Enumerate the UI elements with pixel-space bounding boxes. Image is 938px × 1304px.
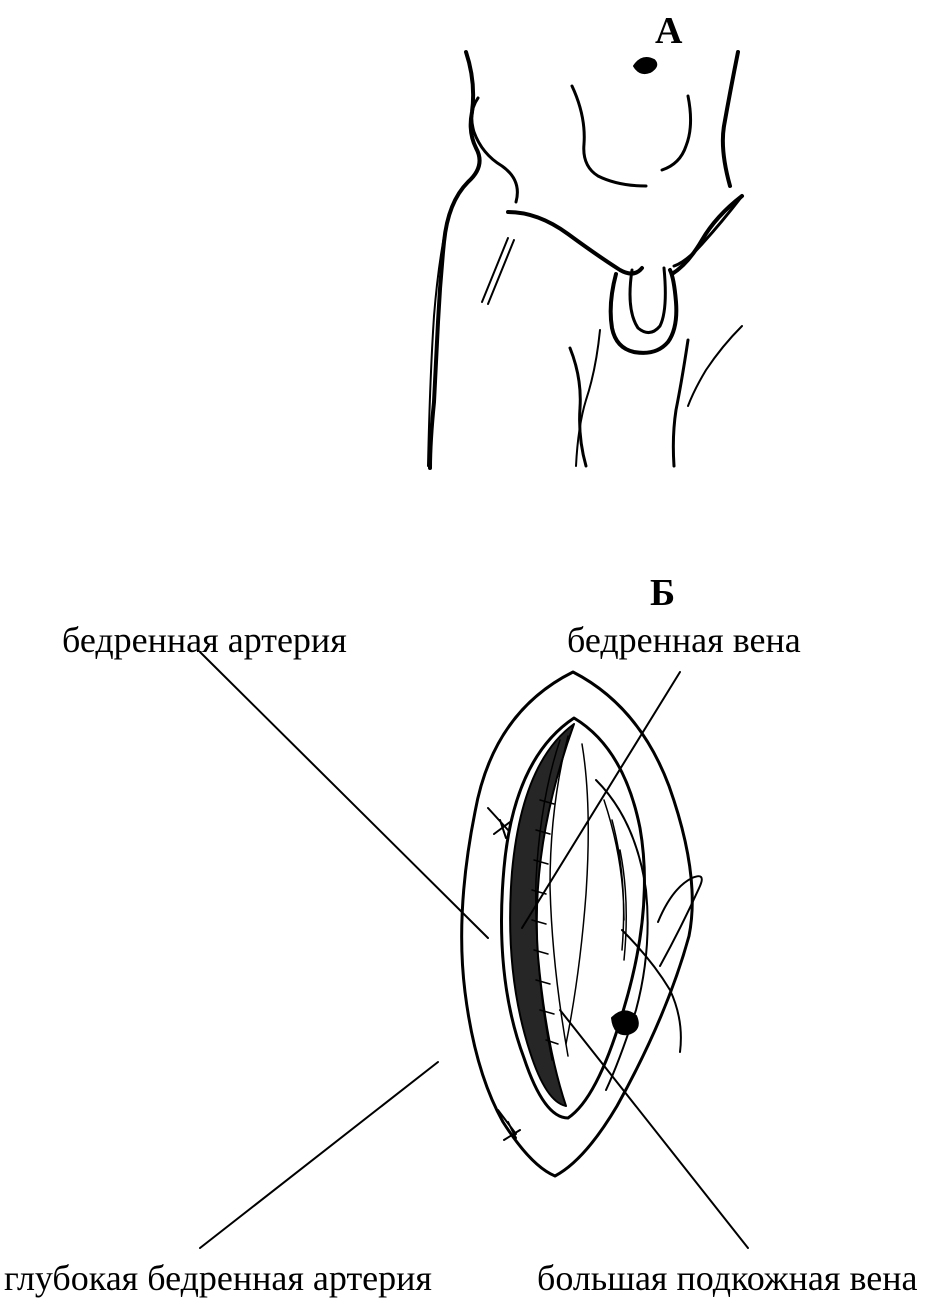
leader-deep-femoral-artery [200,1062,438,1248]
label-great-saphenous-vein: большая подкожная вена [537,1260,917,1296]
saphenous-tie [612,1011,638,1034]
ligature-upper [488,808,510,838]
navel [634,58,656,73]
label-deep-femoral-artery: глубокая бедренная артерия [4,1260,432,1296]
panel-label-a: А [655,12,682,50]
leader-lines [200,652,748,1248]
inguinal-crease-left [508,212,642,274]
panel-label-b: Б [650,574,675,612]
panel-b-figure [462,672,702,1176]
leader-great-saphenous-vein [560,1010,748,1248]
incision-mark-2 [488,240,514,304]
panel-a-figure [428,52,742,468]
label-femoral-artery: бедренная артерия [62,622,347,658]
ligature-lower [498,1110,520,1140]
wound-outer-edge [462,672,693,1176]
leader-femoral-artery [200,652,488,938]
label-femoral-vein: бедренная вена [567,622,801,658]
incision-mark-1 [482,238,508,302]
right-flank-outline [723,52,738,186]
